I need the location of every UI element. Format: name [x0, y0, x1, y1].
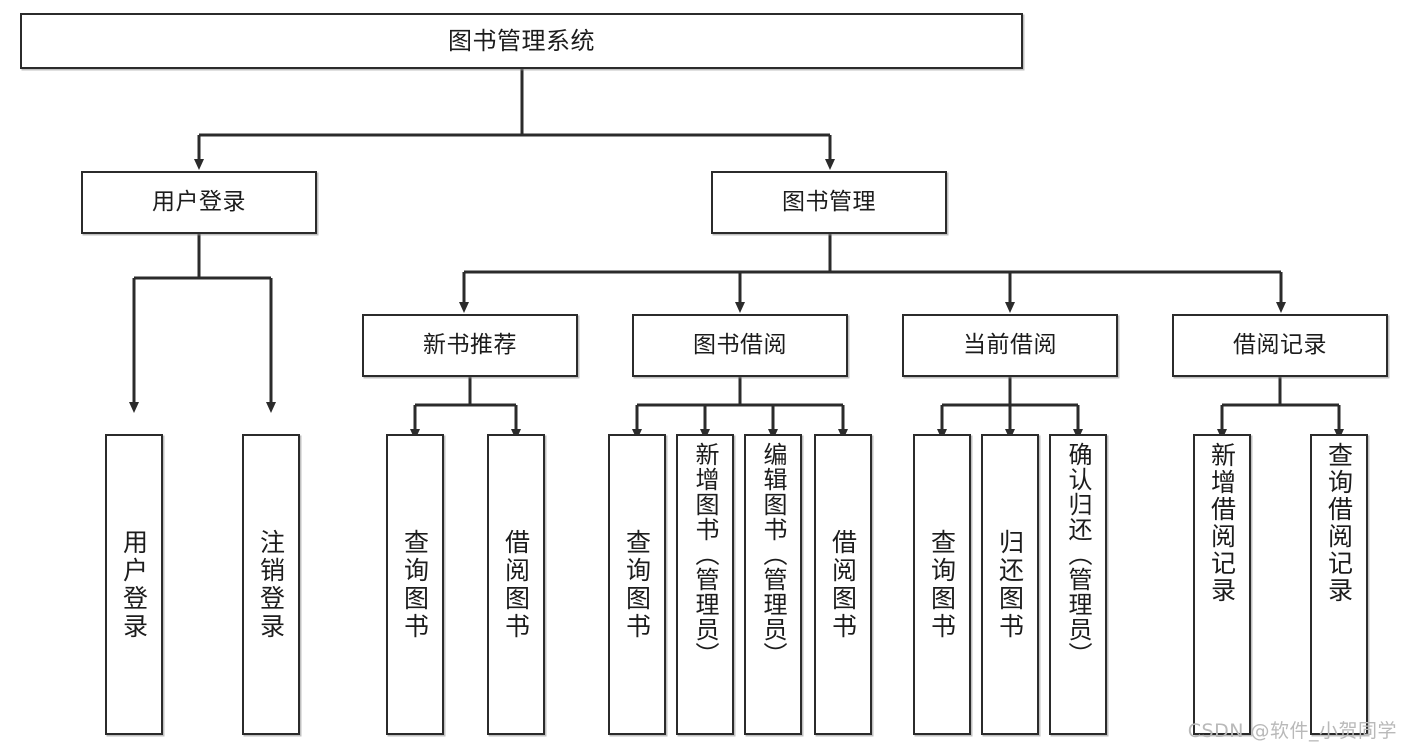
node-root-system[interactable]: 图书管理系统	[20, 13, 1023, 69]
node-label: 当前借阅	[963, 331, 1057, 358]
leaf-user-login-login[interactable]: 用户登录	[105, 434, 163, 735]
leaf-borrow-edit-book-admin[interactable]: 编辑图书（管理员）	[744, 434, 802, 735]
csdn-watermark: CSDN @软件_小贺同学	[1187, 720, 1397, 742]
node-label: 借阅记录	[1233, 331, 1327, 358]
leaf-current-confirm-return-admin[interactable]: 确认归还（管理员）	[1049, 434, 1107, 735]
leaf-record-add-record[interactable]: 新增借阅记录	[1193, 434, 1251, 735]
leaf-recommend-borrow-book[interactable]: 借阅图书	[487, 434, 545, 735]
node-current-borrow[interactable]: 当前借阅	[902, 314, 1118, 377]
node-label: 借阅图书	[501, 528, 531, 641]
node-label: 用户登录	[152, 188, 246, 215]
leaf-current-query-book[interactable]: 查询图书	[913, 434, 971, 735]
node-label: 借阅图书	[828, 528, 858, 641]
node-label: 归还图书	[995, 528, 1025, 641]
leaf-user-login-logout[interactable]: 注销登录	[242, 434, 300, 735]
node-new-book-recommend[interactable]: 新书推荐	[362, 314, 578, 377]
node-label: 新书推荐	[423, 331, 517, 358]
node-label: 查询图书	[927, 528, 957, 641]
node-label: 图书管理系统	[448, 26, 595, 55]
node-book-management[interactable]: 图书管理	[711, 171, 947, 234]
node-label: 新增图书（管理员）	[691, 442, 719, 667]
leaf-borrow-add-book-admin[interactable]: 新增图书（管理员）	[676, 434, 734, 735]
leaf-borrow-query-book[interactable]: 查询图书	[608, 434, 666, 735]
leaf-record-query-record[interactable]: 查询借阅记录	[1310, 434, 1368, 735]
node-label: 编辑图书（管理员）	[759, 442, 787, 667]
node-label: 查询图书	[400, 528, 430, 641]
node-label: 查询借阅记录	[1324, 442, 1354, 604]
node-label: 注销登录	[256, 528, 286, 641]
node-label: 查询图书	[622, 528, 652, 641]
node-label: 图书管理	[782, 188, 876, 215]
node-label: 图书借阅	[693, 331, 787, 358]
node-book-borrow[interactable]: 图书借阅	[632, 314, 848, 377]
node-label: 确认归还（管理员）	[1064, 442, 1092, 667]
leaf-current-return-book[interactable]: 归还图书	[981, 434, 1039, 735]
node-label: 新增借阅记录	[1207, 442, 1237, 604]
node-borrow-record[interactable]: 借阅记录	[1172, 314, 1388, 377]
node-user-login[interactable]: 用户登录	[81, 171, 317, 234]
node-label: 用户登录	[119, 528, 149, 641]
leaf-recommend-query-book[interactable]: 查询图书	[386, 434, 444, 735]
leaf-borrow-borrow-book[interactable]: 借阅图书	[814, 434, 872, 735]
